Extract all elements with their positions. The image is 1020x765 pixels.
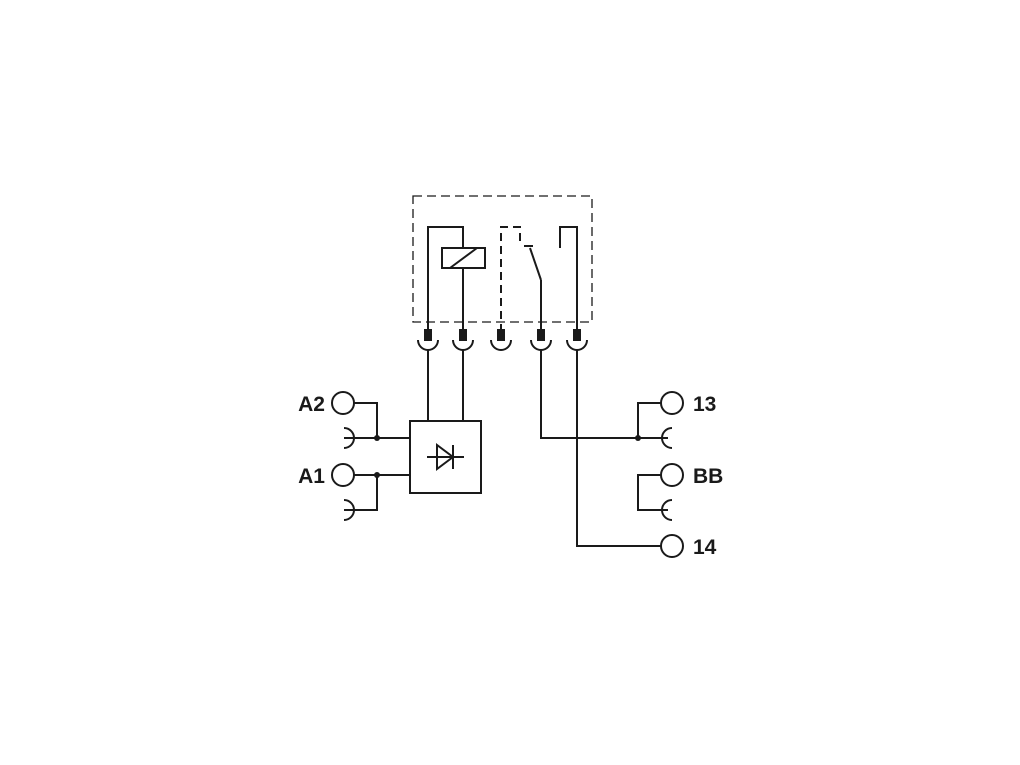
terminal-14-circle: [660, 534, 684, 558]
bridge-socket-13: [661, 427, 673, 449]
terminal-label-a1: A1: [298, 465, 325, 488]
bridge-socket-a1: [343, 499, 355, 521]
relay-contact: [500, 226, 578, 332]
pin-1: [424, 329, 432, 341]
junction-dots: [374, 435, 641, 478]
socket-4: [530, 339, 552, 351]
terminal-a1-circle: [331, 463, 355, 487]
terminal-label-a2: A2: [298, 393, 325, 416]
pin-2: [459, 329, 467, 341]
bridge-socket-bb: [661, 499, 673, 521]
terminal-13-circle: [660, 391, 684, 415]
terminal-label-14: 14: [693, 536, 717, 559]
terminal-label-13: 13: [693, 393, 716, 416]
relay-coil: [427, 226, 486, 332]
socket-3: [490, 339, 512, 351]
rectifier-block: [409, 420, 482, 494]
bridge-socket-a2: [343, 427, 355, 449]
socket-1: [417, 339, 439, 351]
terminal-a2-circle: [331, 391, 355, 415]
plug-connectors: [417, 329, 588, 351]
terminal-bb-circle: [660, 463, 684, 487]
socket-5: [566, 339, 588, 351]
pin-4: [537, 329, 545, 341]
relay-housing-dashed-box: [412, 195, 593, 323]
pin-5: [573, 329, 581, 341]
pin-3: [497, 329, 505, 341]
wiring: [344, 350, 668, 547]
socket-2: [452, 339, 474, 351]
terminal-label-bb: BB: [693, 465, 723, 488]
